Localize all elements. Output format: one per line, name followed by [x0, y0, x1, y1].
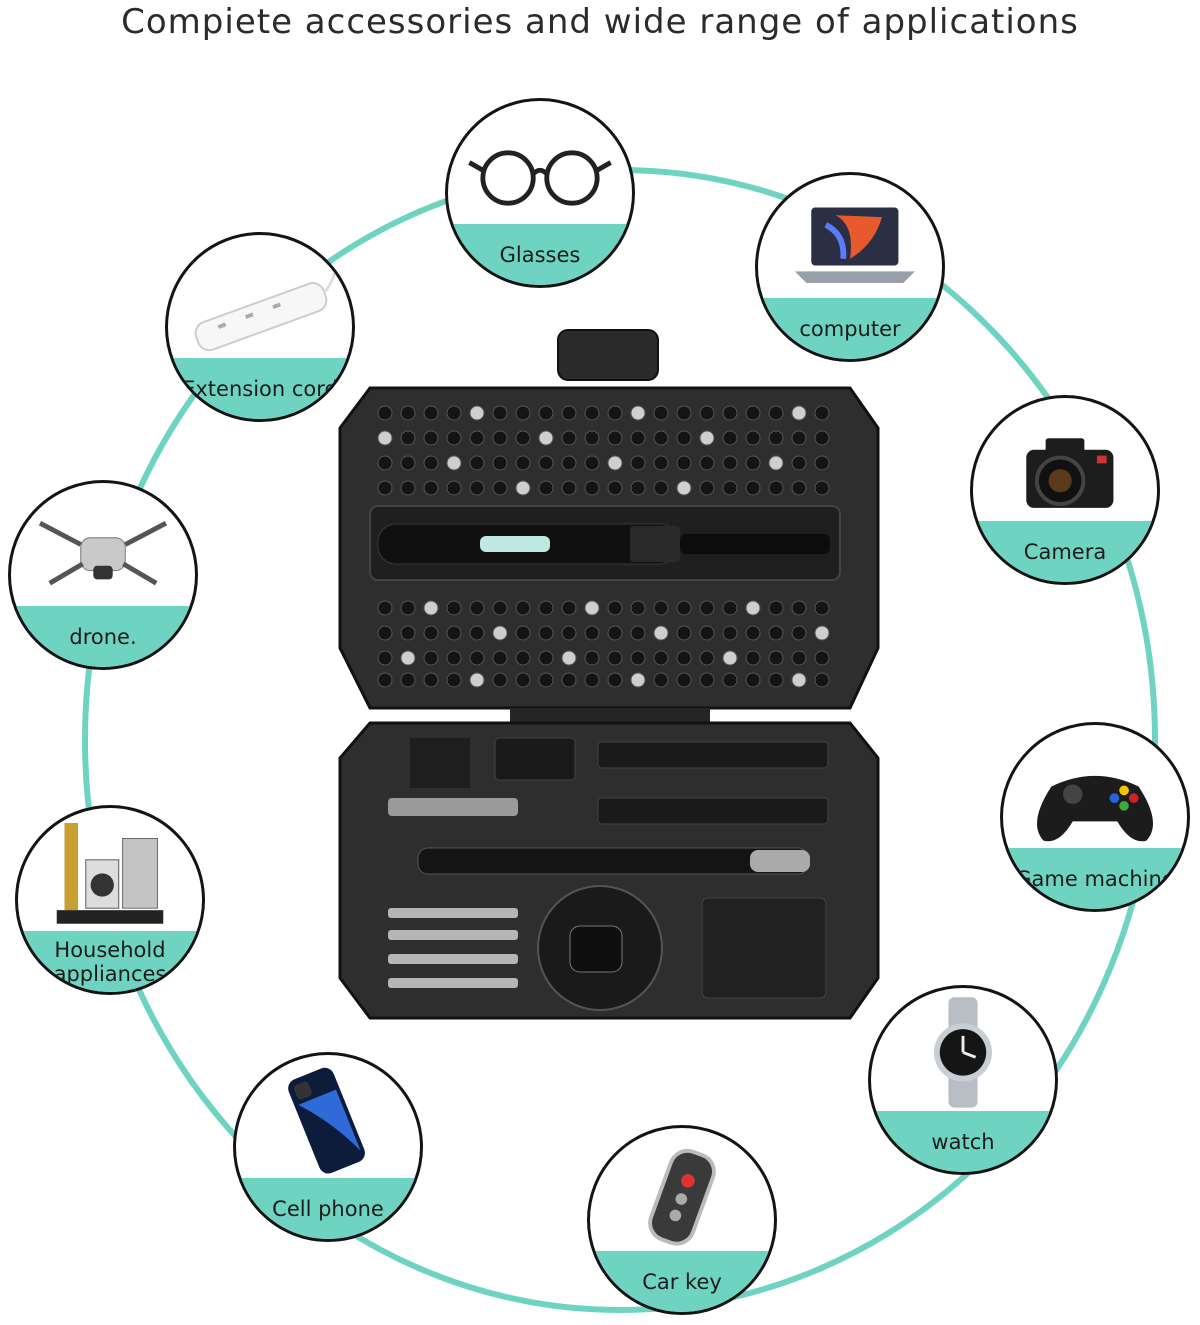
- application-extension-cord: Extension cord: [165, 232, 355, 422]
- appliances-icon: [18, 808, 202, 937]
- gamepad-icon: [1003, 725, 1187, 854]
- application-label: Glasses: [499, 242, 581, 267]
- application-cell-phone: Cell phone: [233, 1052, 423, 1242]
- label-band: [11, 606, 195, 667]
- application-drone: drone.: [8, 480, 198, 670]
- camera-icon: [973, 398, 1157, 527]
- label-band: [448, 224, 632, 285]
- car-key-icon: [590, 1128, 774, 1257]
- label-band: [18, 931, 202, 992]
- application-label: computer: [799, 316, 901, 341]
- label-band: [871, 1111, 1055, 1172]
- drone-icon: [11, 483, 195, 612]
- application-label: drone.: [69, 624, 137, 649]
- label-band: [1003, 848, 1187, 909]
- application-label: Game machine: [1015, 866, 1175, 891]
- toolkit-case: [338, 329, 880, 1020]
- label-band: [758, 298, 942, 359]
- phone-icon: [236, 1055, 420, 1184]
- power-strip-icon: [168, 235, 352, 364]
- application-game-machine: Game machine: [1000, 722, 1190, 912]
- application-label: Household appliances: [53, 937, 167, 986]
- application-car-key: Car key: [587, 1125, 777, 1315]
- application-household-appliances: Household appliances: [15, 805, 205, 995]
- application-label: Extension cord: [182, 376, 338, 401]
- application-label: Camera: [1023, 539, 1107, 564]
- laptop-icon: [758, 175, 942, 304]
- application-glasses: Glasses: [445, 98, 635, 288]
- application-computer: computer: [755, 172, 945, 362]
- glasses-icon: [448, 101, 632, 230]
- watch-icon: [871, 988, 1055, 1117]
- application-label: Cell phone: [272, 1196, 384, 1221]
- application-label: Car key: [642, 1269, 722, 1294]
- label-band: [973, 521, 1157, 582]
- label-band: [236, 1178, 420, 1239]
- application-camera: Camera: [970, 395, 1160, 585]
- page-title: Compiete accessories and wide range of a…: [121, 2, 1079, 42]
- label-band: [168, 358, 352, 419]
- application-watch: watch: [868, 985, 1058, 1175]
- label-band: [590, 1251, 774, 1312]
- application-label: watch: [931, 1129, 995, 1154]
